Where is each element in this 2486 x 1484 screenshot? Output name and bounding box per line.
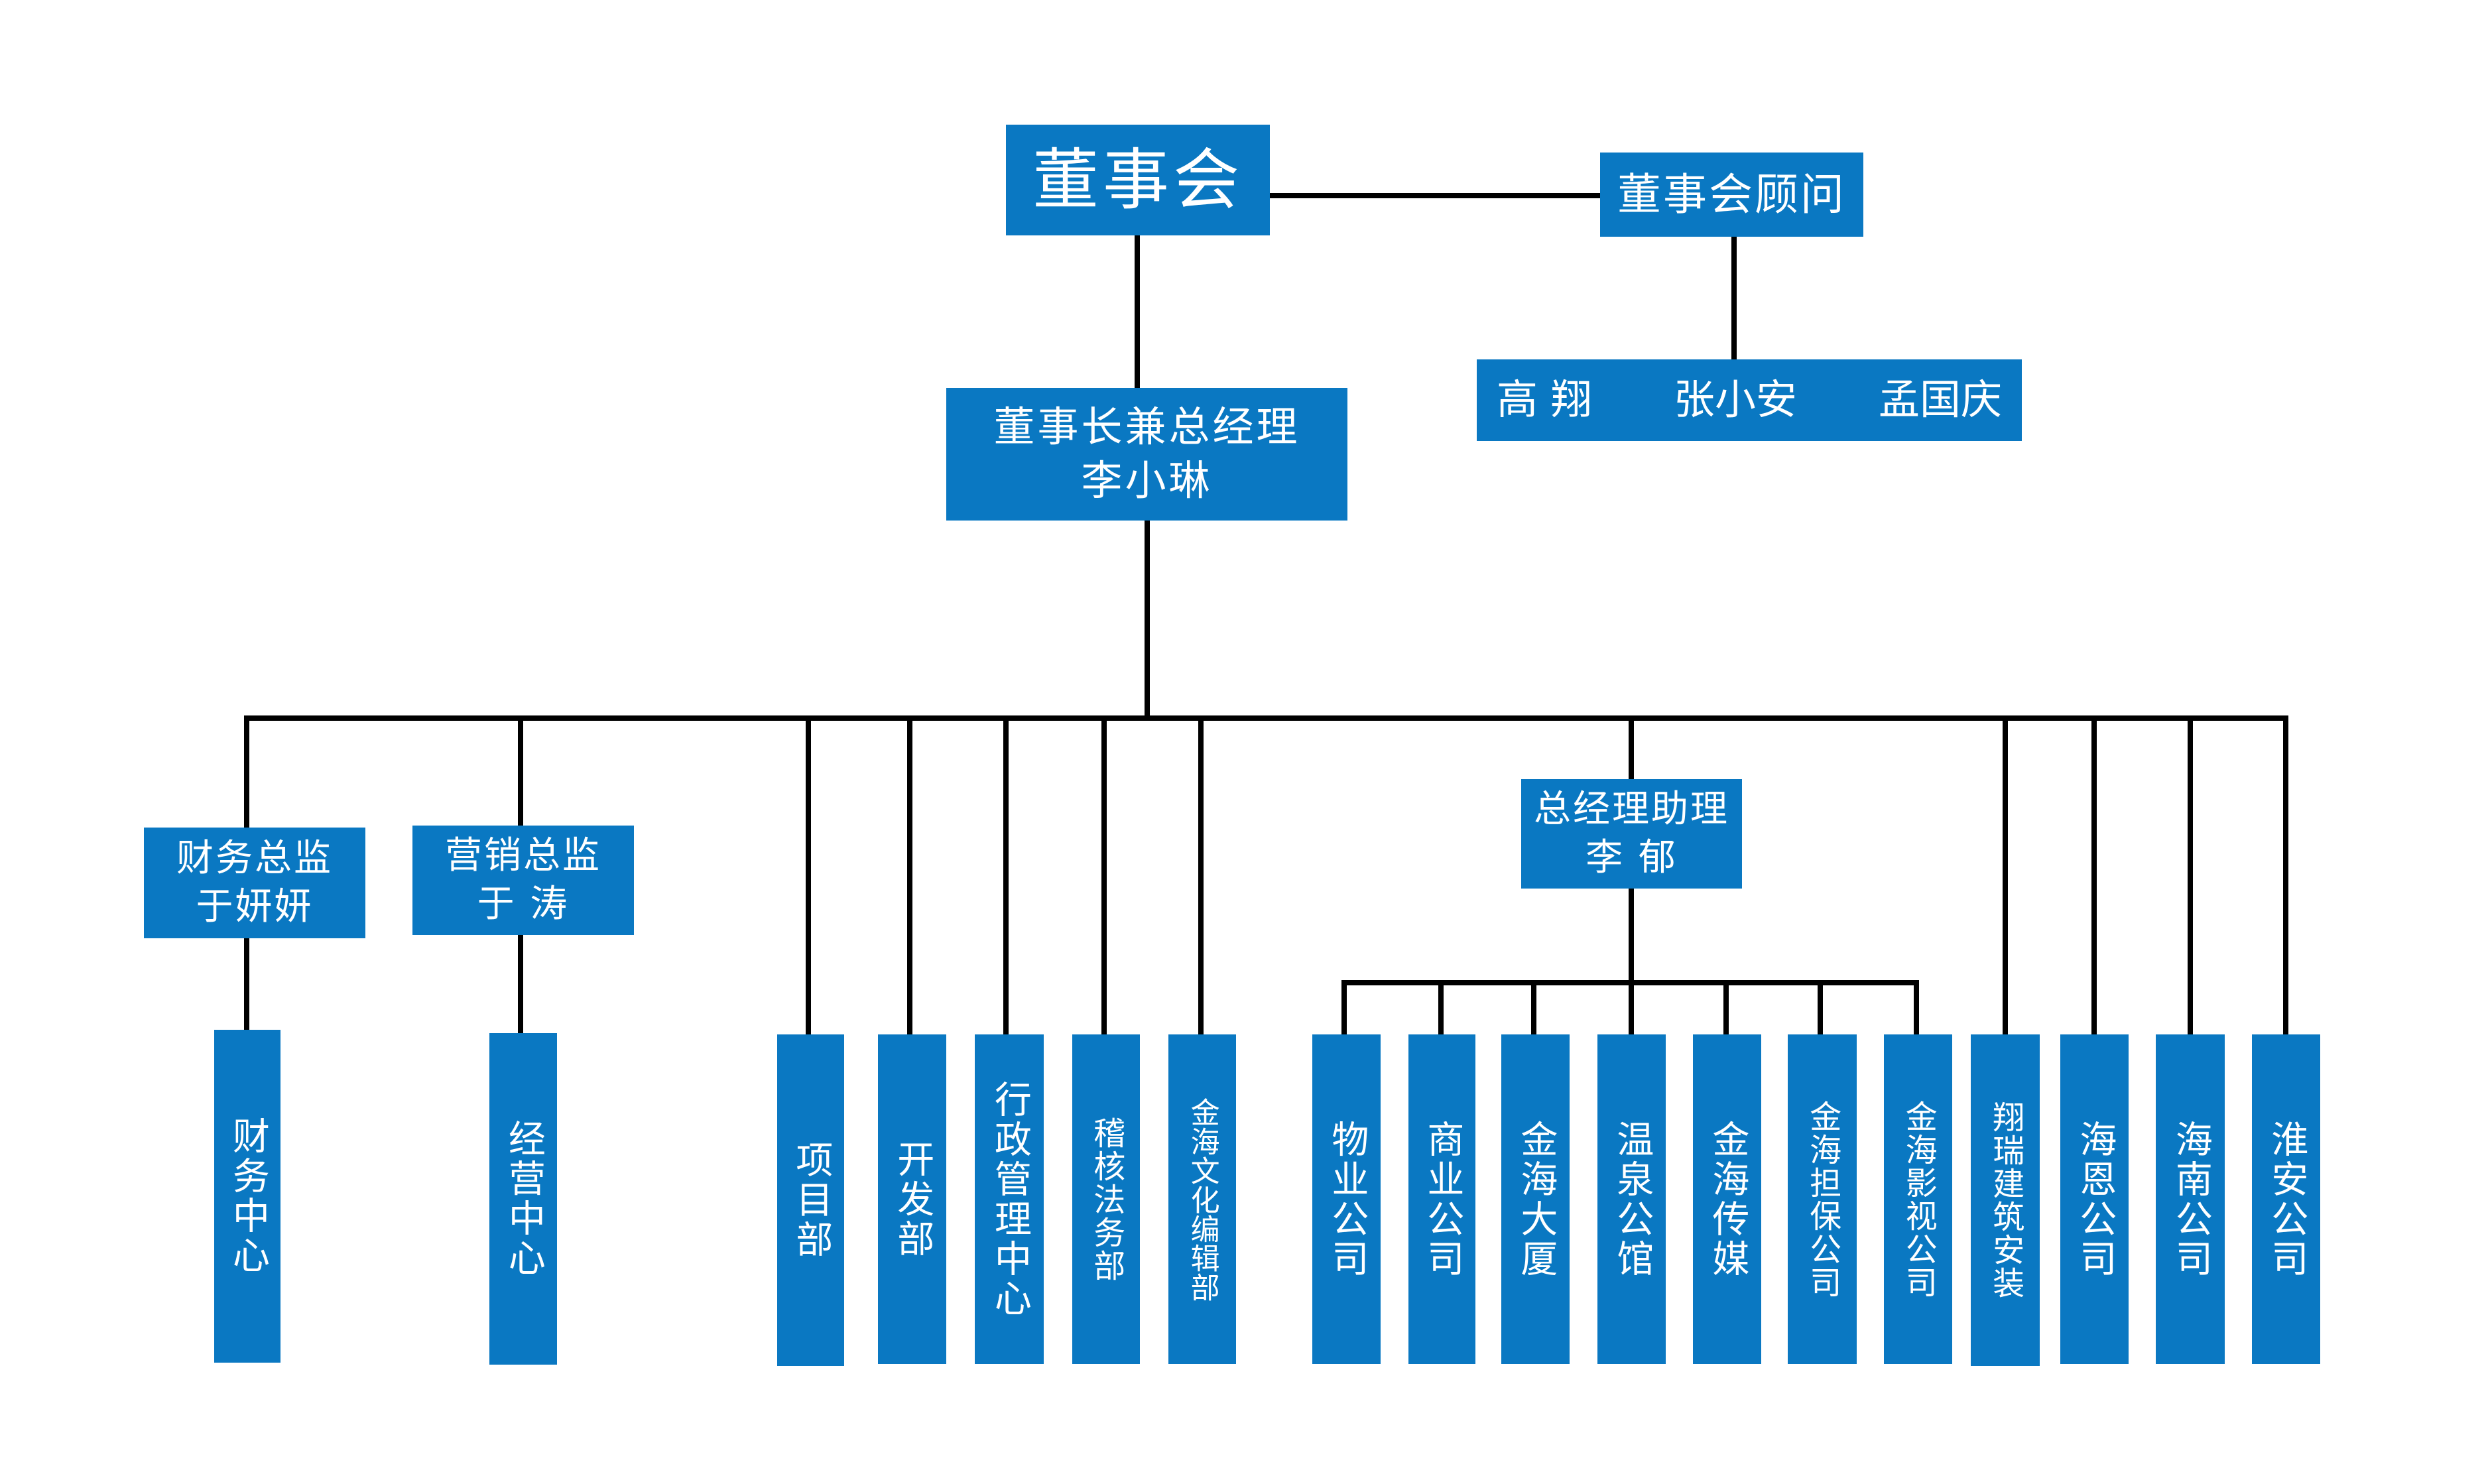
unit-label: 海南公司 bbox=[2169, 1119, 2213, 1279]
marketing-director-title: 营销总监 bbox=[445, 834, 601, 877]
chairman-title: 董事长兼总经理 bbox=[993, 402, 1300, 452]
unit-label: 海恩公司 bbox=[2073, 1119, 2117, 1279]
unit-label: 金海大厦 bbox=[1514, 1119, 1558, 1279]
unit-label: 财务中心 bbox=[226, 1117, 270, 1276]
gm-assistant-box: 总经理助理 李 郁 bbox=[1521, 779, 1742, 889]
unit-label: 淮安公司 bbox=[2265, 1119, 2308, 1279]
unit-jinhai-guarantee: 金海担保公司 bbox=[1788, 1034, 1857, 1364]
unit-admin-center: 行政管理中心 bbox=[975, 1034, 1044, 1364]
unit-label: 商业公司 bbox=[1420, 1119, 1464, 1279]
unit-commercial-company: 商业公司 bbox=[1408, 1034, 1475, 1364]
board-label: 董事会 bbox=[1032, 141, 1243, 219]
unit-jinhai-media: 金海传媒 bbox=[1693, 1034, 1761, 1364]
unit-label: 行政管理中心 bbox=[988, 1080, 1032, 1319]
board-box: 董事会 bbox=[1006, 125, 1270, 235]
chairman-box: 董事长兼总经理 李小琳 bbox=[946, 388, 1347, 521]
finance-director-box: 财务总监 于妍妍 bbox=[144, 828, 365, 938]
unit-huaian-company: 淮安公司 bbox=[2252, 1034, 2320, 1364]
gm-assistant-title: 总经理助理 bbox=[1534, 787, 1729, 831]
unit-label: 金海影视公司 bbox=[1899, 1099, 1937, 1299]
advisor-member: 孟国庆 bbox=[1878, 375, 2002, 424]
unit-haien-company: 海恩公司 bbox=[2060, 1034, 2129, 1364]
unit-operation-center: 经营中心 bbox=[489, 1033, 557, 1365]
unit-development-dept: 开发部 bbox=[878, 1034, 946, 1364]
unit-xiangrui-construction: 翔瑞建筑安装 bbox=[1971, 1034, 2040, 1366]
marketing-director-name: 于 涛 bbox=[477, 882, 570, 926]
unit-hainan-company: 海南公司 bbox=[2156, 1034, 2225, 1364]
unit-label: 金海文化编辑部 bbox=[1185, 1097, 1219, 1302]
unit-project-dept: 项目部 bbox=[777, 1034, 844, 1366]
advisor-box: 董事会顾问 bbox=[1600, 153, 1863, 237]
unit-label: 物业公司 bbox=[1325, 1119, 1369, 1279]
finance-director-name: 于妍妍 bbox=[196, 885, 314, 928]
unit-label: 稽核法务部 bbox=[1088, 1116, 1125, 1282]
unit-finance-center: 财务中心 bbox=[214, 1030, 280, 1363]
advisor-members-box: 高 翔 张小安 孟国庆 bbox=[1477, 359, 2022, 441]
unit-culture-editorial-dept: 金海文化编辑部 bbox=[1168, 1034, 1236, 1364]
chairman-name: 李小琳 bbox=[1081, 456, 1213, 505]
unit-label: 开发部 bbox=[891, 1139, 934, 1259]
advisor-member: 张小安 bbox=[1673, 375, 1797, 424]
unit-label: 温泉公馆 bbox=[1610, 1119, 1654, 1279]
unit-label: 项目部 bbox=[789, 1141, 833, 1260]
unit-property-company: 物业公司 bbox=[1312, 1034, 1381, 1364]
unit-jinhai-building: 金海大厦 bbox=[1501, 1034, 1570, 1364]
finance-director-title: 财务总监 bbox=[176, 836, 333, 880]
advisor-title: 董事会顾问 bbox=[1617, 168, 1846, 220]
gm-assistant-name: 李 郁 bbox=[1585, 835, 1678, 879]
unit-label: 金海担保公司 bbox=[1804, 1099, 1841, 1299]
unit-audit-legal-dept: 稽核法务部 bbox=[1072, 1034, 1140, 1364]
unit-label: 经营中心 bbox=[502, 1119, 546, 1278]
advisor-member: 高 翔 bbox=[1497, 375, 1592, 424]
marketing-director-box: 营销总监 于 涛 bbox=[412, 826, 634, 935]
unit-jinhai-film: 金海影视公司 bbox=[1884, 1034, 1952, 1364]
unit-hot-spring-hall: 温泉公馆 bbox=[1597, 1034, 1666, 1364]
unit-label: 翔瑞建筑安装 bbox=[1987, 1101, 2024, 1300]
unit-label: 金海传媒 bbox=[1706, 1119, 1749, 1279]
